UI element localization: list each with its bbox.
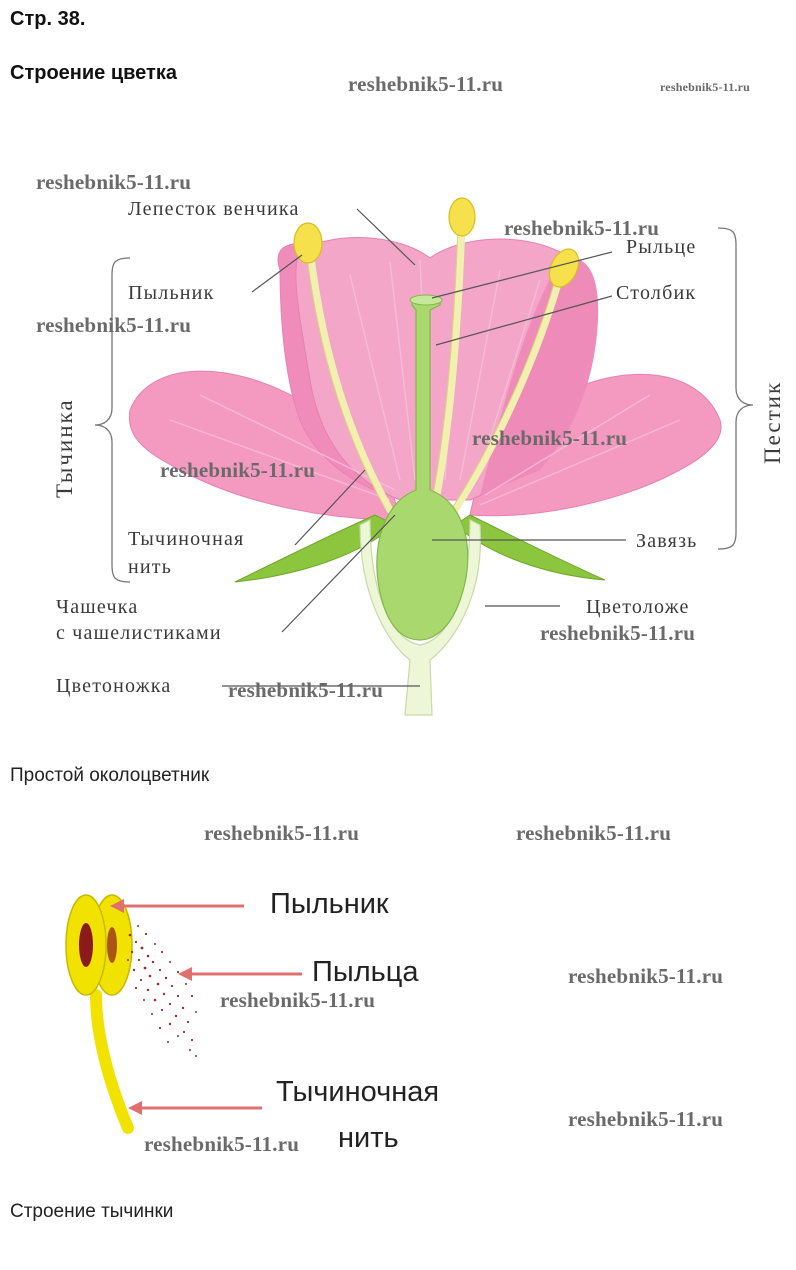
watermark: reshebnik5-11.ru [540,621,696,645]
stamen-label-anther: Пыльник [270,888,389,920]
label-calyx-line2: с чашелистиками [56,622,222,644]
label-stamen-vertical: Тычинка [52,398,77,498]
watermark: reshebnik5-11.ru [660,80,750,94]
watermark: reshebnik5-11.ru [36,170,192,194]
stamen-label-filament-line2: нить [338,1122,399,1154]
stamen-label-filament-line1: Тычиночная [276,1076,440,1108]
page-number: Стр. 38. [10,8,86,30]
watermark: reshebnik5-11.ru [204,821,360,845]
label-stigma: Рыльце [626,236,697,258]
watermark: reshebnik5-11.ru [220,988,376,1012]
stamen-brace [94,257,131,583]
caption-flower: Простой околоцветник [10,765,210,786]
pistil-brace [717,227,754,550]
label-pistil-vertical: Пестик [760,380,785,464]
anther-right [548,248,580,288]
watermark: reshebnik5-11.ru [472,426,628,450]
label-anther: Пыльник [128,282,215,304]
watermark: reshebnik5-11.ru [160,458,316,482]
stamen-label-pollen: Пыльца [312,956,419,988]
anther-left [293,222,323,264]
label-receptacle: Цветоложе [586,596,690,618]
petal-right [469,373,722,517]
stamen-anther-back [91,894,133,996]
petal-back-right [480,258,599,495]
flower-illustration [94,197,754,716]
label-filament-line1: Тычиночная [128,528,245,550]
label-filament-line2: нить [128,556,173,578]
watermark: reshebnik5-11.ru [568,1107,724,1131]
anther-center [448,197,476,237]
stamen-anther-front [65,894,107,996]
label-ovary: Завязь [636,530,698,552]
watermark: reshebnik5-11.ru [568,964,724,988]
watermark: reshebnik5-11.ru [36,313,192,337]
watermark: reshebnik5-11.ru [504,216,660,240]
sepal-right [454,514,606,581]
label-calyx-line1: Чашечка [56,596,139,618]
caption-stamen: Строение тычинки [10,1201,174,1222]
label-pedicel: Цветоножка [56,675,172,697]
watermark: reshebnik5-11.ru [228,678,384,702]
stamen-filament [90,989,134,1134]
label-petal: Лепесток венчика [128,198,300,220]
watermark: reshebnik5-11.ru [348,72,504,96]
watermark: reshebnik5-11.ru [516,821,672,845]
section-heading: Строение цветка [10,62,177,84]
watermark: reshebnik5-11.ru [144,1132,300,1156]
label-style: Столбик [616,282,697,304]
